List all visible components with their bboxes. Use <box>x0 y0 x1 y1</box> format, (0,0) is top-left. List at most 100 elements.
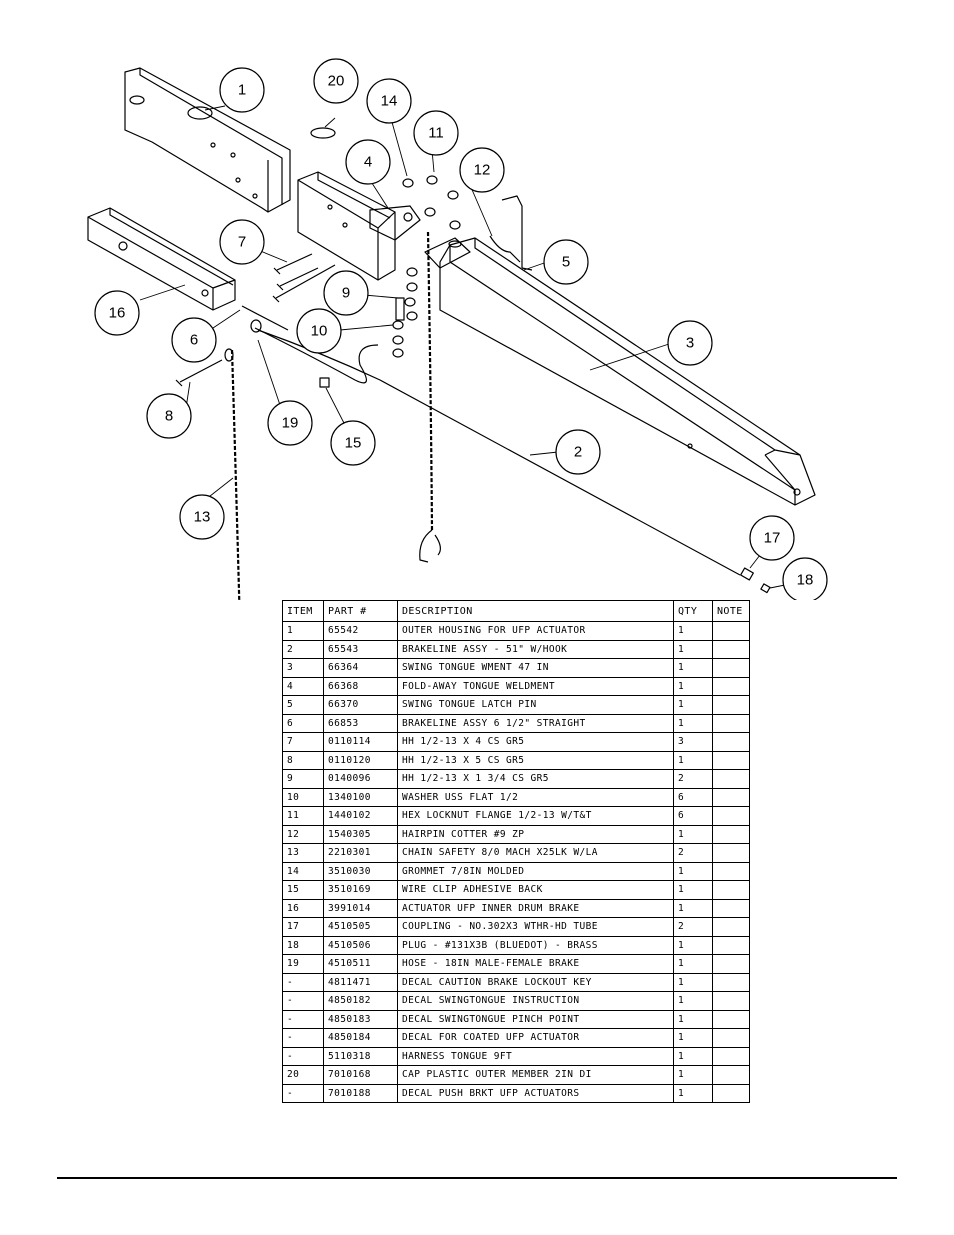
cell-part: 66853 <box>323 713 398 733</box>
cell-note <box>712 880 750 900</box>
cell-qty: 1 <box>673 972 713 992</box>
cell-note <box>712 861 750 881</box>
chain-right <box>426 231 434 531</box>
callout-label: 11 <box>428 125 444 142</box>
cell-note <box>712 732 750 752</box>
cell-qty: 2 <box>673 917 713 937</box>
cell-note <box>712 621 750 641</box>
cell-qty: 1 <box>673 713 713 733</box>
cell-qty: 1 <box>673 676 713 696</box>
cell-description: HAIRPIN COTTER #9 ZP <box>397 824 674 844</box>
cell-description: HOSE - 18IN MALE-FEMALE BRAKE <box>397 954 674 974</box>
callout-19 <box>267 400 313 446</box>
brakeline-6 <box>241 305 289 331</box>
callout-label: 18 <box>797 572 814 589</box>
cell-note <box>712 713 750 733</box>
callout-17 <box>749 515 795 561</box>
cell-description: WASHER USS FLAT 1/2 <box>397 787 674 807</box>
cell-description: HARNESS TONGUE 9FT <box>397 1046 674 1066</box>
callout-label: 19 <box>282 415 299 432</box>
cell-item: 6 <box>282 713 324 733</box>
cell-note <box>712 806 750 826</box>
cell-item: 17 <box>282 917 324 937</box>
part-swing-tongue <box>424 237 816 506</box>
cell-part: 1340100 <box>323 787 398 807</box>
cell-part: 7010188 <box>323 1083 398 1103</box>
callout-18 <box>782 557 828 600</box>
cell-item: - <box>282 991 324 1011</box>
callout-20 <box>313 58 359 104</box>
cell-note <box>712 658 750 678</box>
cell-item: 18 <box>282 935 324 955</box>
cell-description: BRAKELINE ASSY - 51" W/HOOK <box>397 639 674 659</box>
cell-description: HH 1/2-13 X 4 CS GR5 <box>397 732 674 752</box>
cell-note <box>712 1046 750 1066</box>
cell-part: 4811471 <box>323 972 398 992</box>
cell-item: - <box>282 1028 324 1048</box>
cell-item: 19 <box>282 954 324 974</box>
cell-description: DECAL SWINGTONGUE PINCH POINT <box>397 1009 674 1029</box>
cell-note <box>712 676 750 696</box>
cell-note <box>712 787 750 807</box>
cell-note <box>712 935 750 955</box>
cell-item: 20 <box>282 1065 324 1085</box>
cell-part: 7010168 <box>323 1065 398 1085</box>
callout-1 <box>219 67 265 113</box>
cell-qty: 1 <box>673 954 713 974</box>
cell-qty: 1 <box>673 639 713 659</box>
callout-label: 13 <box>194 509 211 526</box>
cell-qty: 2 <box>673 843 713 863</box>
callout-9 <box>323 270 369 316</box>
cell-qty: 1 <box>673 658 713 678</box>
cell-note <box>712 898 750 918</box>
part-fold-away-tongue <box>297 171 421 281</box>
cell-qty: 6 <box>673 806 713 826</box>
cell-description: GROMMET 7/8IN MOLDED <box>397 861 674 881</box>
callout-3 <box>667 320 713 366</box>
cell-note <box>712 769 750 789</box>
cell-description: HH 1/2-13 X 5 CS GR5 <box>397 750 674 770</box>
cell-qty: 1 <box>673 1028 713 1048</box>
cell-part: 3991014 <box>323 898 398 918</box>
cell-part: 0110114 <box>323 732 398 752</box>
part-hairpin-cotter <box>489 235 521 263</box>
callout-12 <box>459 147 505 193</box>
cell-part: 4850183 <box>323 1009 398 1029</box>
cell-item: 7 <box>282 732 324 752</box>
part-actuator-inner <box>87 207 236 311</box>
header-item: ITEM <box>282 600 324 622</box>
cell-part: 1440102 <box>323 806 398 826</box>
header-description: DESCRIPTION <box>397 600 674 622</box>
header-note: NOTE <box>712 600 750 622</box>
cell-item: 14 <box>282 861 324 881</box>
callout-label: 1 <box>238 82 246 99</box>
callout-label: 2 <box>574 444 582 461</box>
bolt-8 <box>175 359 223 387</box>
cell-description: DECAL FOR COATED UFP ACTUATOR <box>397 1028 674 1048</box>
callout-label: 3 <box>686 335 694 352</box>
cell-description: BRAKELINE ASSY 6 1/2" STRAIGHT <box>397 713 674 733</box>
cell-qty: 1 <box>673 861 713 881</box>
cell-part: 65542 <box>323 621 398 641</box>
callout-7 <box>219 219 265 265</box>
callout-label: 8 <box>165 408 173 425</box>
cell-item: 2 <box>282 639 324 659</box>
callout-bubbles <box>94 58 828 600</box>
chain-left <box>230 349 241 600</box>
callout-16 <box>94 290 140 336</box>
cell-part: 4850182 <box>323 991 398 1011</box>
table-header-row: ITEM PART # DESCRIPTION QTY NOTE <box>282 600 750 622</box>
